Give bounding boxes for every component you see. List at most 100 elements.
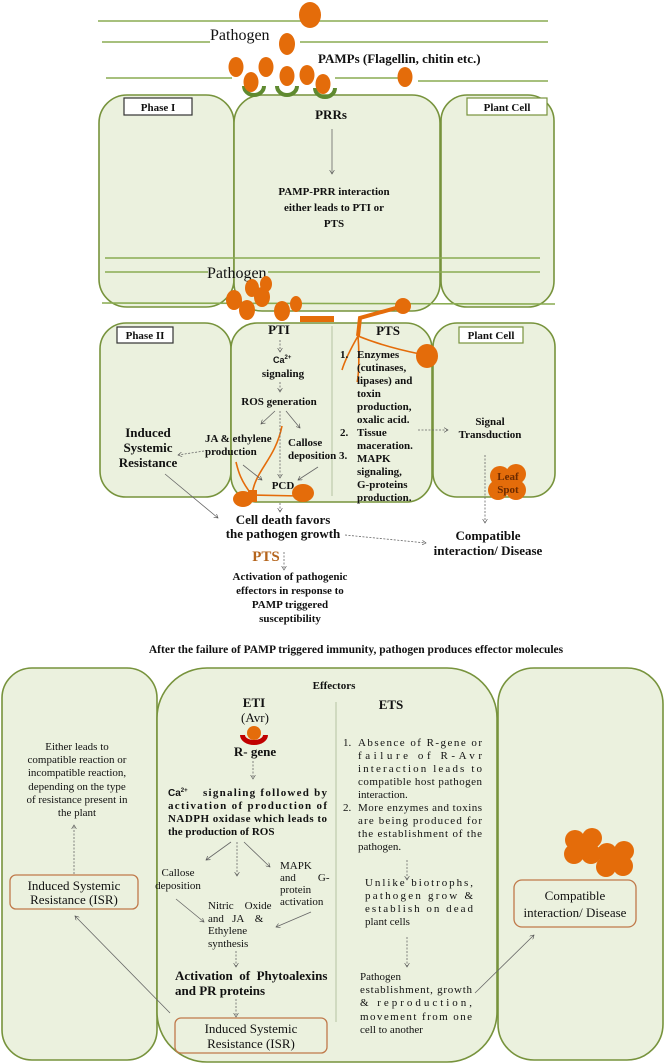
- isr-label: Resistance (ISR): [30, 892, 118, 907]
- prr-receptor-icon: [313, 87, 337, 99]
- nitric-label: synthesis: [208, 938, 248, 950]
- ca-paragraph: NADPH oxidase which leads to: [168, 813, 328, 825]
- text-line: Either leads to: [45, 741, 109, 753]
- cell-phase1-middle: [233, 94, 441, 312]
- ca-label: Ca2+: [273, 355, 292, 365]
- transition-title: After the failure of PAMP triggered immu…: [149, 644, 564, 656]
- establish-text: cell to another: [360, 1024, 423, 1036]
- pts-orange-label: PTS: [252, 549, 280, 565]
- effectors-label: Effectors: [313, 680, 356, 692]
- pamps-label: PAMPs (Flagellin, chitin etc.): [318, 51, 481, 66]
- cell-phase3-left: [1, 667, 158, 1061]
- ca-paragraph: the production of ROS: [168, 826, 274, 838]
- text-line: incompatible reaction,: [28, 767, 127, 779]
- prrs-label: PRRs: [315, 107, 347, 122]
- cell-phase1-right: [440, 94, 555, 308]
- cell-phase3-middle: [156, 667, 498, 1063]
- leaf-spot-icon: [488, 464, 526, 500]
- establish-text: establishment, growth: [360, 984, 473, 996]
- mapk-label: MAPK: [280, 860, 312, 872]
- list-item: the establishment of the: [358, 828, 482, 840]
- pathogen-hyphae: [226, 276, 438, 507]
- ets-label: ETS: [379, 697, 404, 712]
- list-item: maceration.: [357, 440, 413, 452]
- pamp-molecule-icon: [279, 33, 295, 55]
- isr-box-left: [9, 874, 139, 910]
- signaling-label: signaling: [262, 368, 305, 380]
- list-item: toxin: [357, 388, 381, 400]
- mapk-label: and G-: [280, 872, 330, 884]
- arrow: [261, 410, 276, 424]
- ja-label: JA & ethylene: [205, 433, 272, 445]
- establish-text: & reproduction,: [360, 997, 472, 1009]
- pamp-molecule-icon: [299, 2, 321, 28]
- establish-text: movement from one: [360, 1011, 472, 1023]
- compatible-label: Compatible: [456, 528, 521, 543]
- arrow: [285, 410, 300, 428]
- unlike-text: plant cells: [365, 916, 410, 928]
- activation-text: PAMP triggered: [252, 599, 328, 611]
- interaction-text: PAMP-PRR interaction: [278, 186, 389, 198]
- interaction-text: PTS: [324, 218, 344, 230]
- list-item: production.: [357, 492, 412, 504]
- cell-phase3-right: [497, 667, 664, 1061]
- compatible-label: interaction/ Disease: [524, 905, 627, 920]
- ca-paragraph: activation of production of: [168, 800, 327, 812]
- mapk-label: protein: [280, 884, 312, 896]
- pamp-molecule-icon: [258, 57, 274, 77]
- callose-label: deposition 3.: [288, 450, 348, 462]
- cell-phase2-middle: [230, 322, 433, 503]
- list-item: G-proteins: [357, 479, 408, 491]
- nitric-label: and JA &: [208, 913, 264, 925]
- phase1-label-box: [123, 97, 193, 116]
- list-item: are being produced for: [358, 815, 482, 827]
- nitric-label: Nitric Oxide: [208, 900, 272, 912]
- cell-death-label: Cell death favors: [236, 512, 331, 527]
- list-item: interaction.: [358, 789, 408, 801]
- unlike-text: Unlike biotrophs,: [365, 877, 473, 889]
- cell-death-label: the pathogen growth: [226, 526, 341, 541]
- arrow: [242, 464, 262, 480]
- phytoalexins-label: and PR proteins: [175, 983, 265, 998]
- isr-label: Resistance: [119, 455, 178, 470]
- eti-label: ETI: [243, 695, 265, 710]
- phase2-label: Phase II: [126, 330, 165, 342]
- disease-spot-icon: [564, 828, 634, 877]
- list-item: signaling,: [357, 466, 402, 478]
- list-item: MAPK: [357, 453, 391, 465]
- signal-label: Transduction: [459, 429, 522, 441]
- list-item: production,: [357, 401, 412, 413]
- callose-label: Callose: [288, 437, 322, 449]
- pamp-molecule-icon: [279, 66, 295, 86]
- ca-label: Ca2+: [168, 788, 188, 799]
- leaf-spot-label: Leaf: [497, 471, 519, 483]
- isr-label: Induced Systemic: [28, 878, 121, 893]
- pts-list: 1. Enzymes (cutinases, lipases) and toxi…: [340, 349, 413, 504]
- activation-text: Activation of pathogenic: [233, 571, 348, 583]
- cell-phase2-left: [99, 322, 232, 498]
- pts-label: PTS: [376, 323, 400, 338]
- phase2-section: Pathogen Phase II Plant Cell PTI Ca2+ si…: [99, 257, 556, 625]
- unlike-text: establish on dead: [365, 903, 474, 915]
- unlike-text: pathogen grow &: [365, 890, 473, 902]
- list-item: failure of R-Avr: [358, 750, 482, 762]
- phase3-section: Effectors ETI (Avr) R- gene Either leads…: [1, 667, 664, 1063]
- activation-text: effectors in response to: [236, 585, 344, 597]
- text-line: the plant: [58, 807, 96, 819]
- pamp-molecules: [228, 2, 413, 94]
- plant-cell-label-box: [458, 326, 524, 344]
- establish-text: Pathogen: [360, 971, 401, 983]
- list-item: Enzymes: [357, 349, 400, 361]
- isr-label: Systemic: [123, 440, 172, 455]
- signal-label: Signal: [475, 416, 504, 428]
- pti-label: PTI: [268, 322, 290, 337]
- plant-cell-label: Plant Cell: [468, 330, 515, 342]
- pathogen-label: Pathogen: [207, 265, 267, 282]
- list-item: Tissue: [357, 427, 387, 439]
- compatible-box: [513, 879, 637, 928]
- ja-label: production: [205, 446, 257, 458]
- arrow: [276, 911, 312, 927]
- phase1-section: Pathogen PAMPs (Flagellin, chitin etc.) …: [98, 2, 555, 312]
- list-item: pathogen.: [358, 841, 401, 853]
